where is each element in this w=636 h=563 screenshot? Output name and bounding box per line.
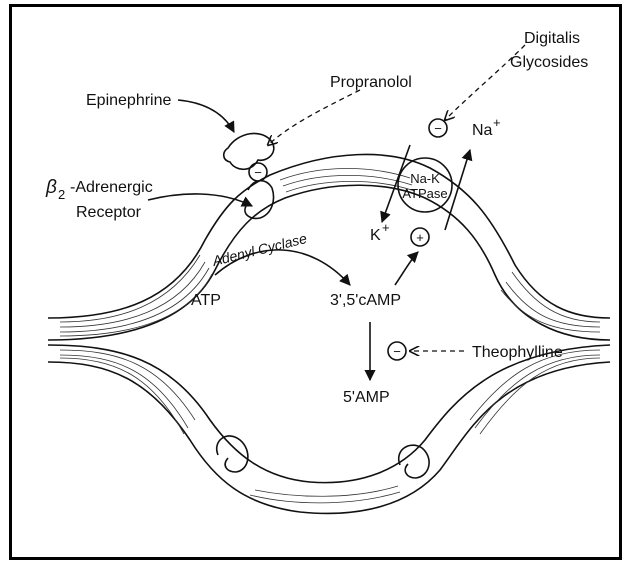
label-camp: 3',5'cAMP — [330, 292, 401, 309]
label-k-ion: K — [370, 227, 381, 244]
label-5amp: 5'AMP — [343, 389, 390, 406]
receptor-pointer-arrow — [148, 194, 252, 206]
label-adenyl-cyclase: Adenyl Cyclase — [210, 230, 309, 269]
propranolol-minus: − — [254, 165, 262, 180]
theophylline-inhibition-sign: − — [388, 342, 406, 360]
label-propranolol: Propranolol — [330, 74, 412, 91]
label-adrenergic: -Adrenergic — [70, 179, 153, 196]
propranolol-arrow — [268, 90, 360, 145]
camp-plus: + — [416, 230, 424, 245]
label-k-charge: + — [382, 220, 390, 235]
digitalis-minus: − — [434, 121, 442, 136]
label-na-k: Na-K — [410, 171, 440, 186]
camp-to-pump-arrow — [395, 252, 418, 285]
label-glycosides: Glycosides — [510, 54, 588, 71]
label-na-charge: + — [493, 115, 501, 130]
na-ion-arrow — [445, 150, 470, 230]
label-receptor: Receptor — [76, 204, 142, 221]
label-beta-subscript: 2 — [58, 187, 65, 202]
epinephrine-arrow — [178, 100, 234, 132]
label-na-ion: Na — [472, 122, 493, 139]
label-epinephrine: Epinephrine — [86, 92, 172, 109]
camp-stimulation-sign: + — [411, 228, 429, 246]
digitalis-inhibition-sign: − — [429, 119, 447, 137]
label-theophylline: Theophylline — [472, 344, 563, 361]
label-atpase: ATPase — [402, 186, 447, 201]
propranolol-inhibition-sign: − — [249, 163, 267, 181]
theophylline-minus: − — [393, 344, 401, 359]
label-beta: β — [45, 177, 57, 198]
label-digitalis: Digitalis — [524, 30, 580, 47]
label-atp: ATP — [191, 292, 221, 309]
